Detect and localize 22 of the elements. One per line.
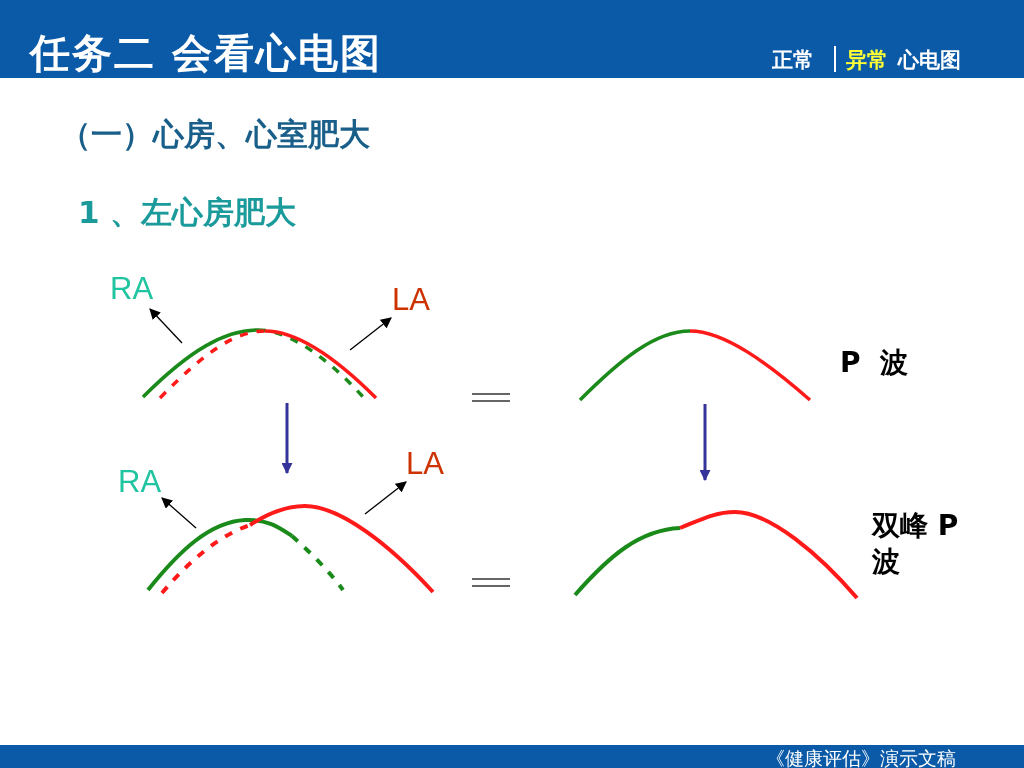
leader-arrow [349,317,392,351]
leader-arrow [161,497,197,529]
wave-caption: P 波 [840,345,909,381]
section-heading: （一）心房、心室肥大 [60,115,370,154]
down-arrow [699,404,711,482]
subsection-heading: 1 、左心房肥大 [78,193,297,232]
leader-arrow [364,481,407,515]
waveform-drawing [140,326,380,402]
atrium-label: LA [392,281,438,319]
leader-arrow [149,308,183,344]
down-arrow [281,403,293,475]
header-tag: 正常 [772,46,814,74]
slide-title: 任务二 会看心电图 [30,29,382,78]
waveform-drawing [145,502,437,596]
atrium-label: RA [110,270,162,308]
atrium-label: LA [406,445,452,483]
footer-text: 《健康评估》演示文稿 [766,746,956,768]
header-tag: 异常 [846,46,888,74]
atrium-label: RA [118,463,170,501]
waveform-drawing [577,326,813,404]
wave-caption: 双峰 P 波 [872,508,960,581]
header-tag: 心电图 [898,46,961,74]
